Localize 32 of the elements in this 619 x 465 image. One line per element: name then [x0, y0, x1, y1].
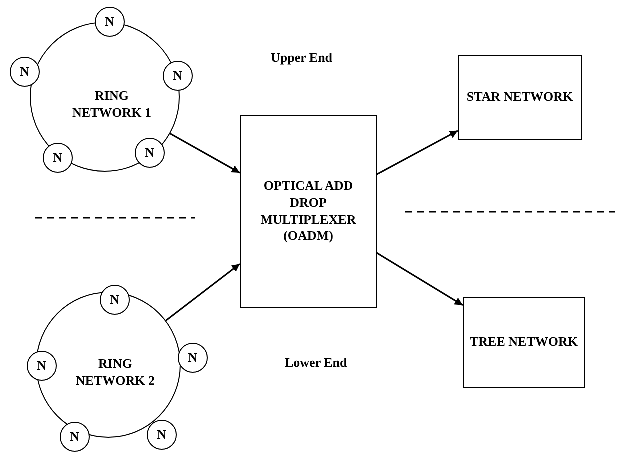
node-label: RING NETWORK 2: [76, 356, 156, 390]
arrow: [376, 252, 464, 306]
network-node-circle: [100, 285, 130, 315]
arrow: [166, 263, 240, 322]
region-label: Lower End: [285, 355, 348, 371]
network-node-circle: [147, 420, 177, 450]
node-letter: N: [173, 68, 183, 84]
node-letter: N: [70, 428, 80, 446]
node-label: TREE NETWORK: [470, 334, 578, 351]
process-box: [458, 55, 582, 140]
node-letter: N: [53, 150, 63, 166]
network-node-circle: [27, 351, 57, 381]
node-label: RING NETWORK 1: [72, 88, 152, 122]
node-letter: N: [20, 64, 30, 80]
network-node-circle: [10, 57, 40, 87]
region-label: Upper End: [271, 50, 333, 66]
process-box: [463, 297, 585, 388]
network-node-circle: [95, 7, 125, 37]
node-letter: N: [145, 144, 155, 162]
node-letter: N: [110, 292, 120, 308]
node-label: STAR NETWORK: [466, 89, 574, 106]
node-label: OPTICAL ADD DROP MULTIPLEXER (OADM): [260, 178, 358, 246]
arrow: [170, 133, 240, 174]
process-box: [240, 115, 377, 308]
node-letter: N: [188, 350, 198, 366]
network-node-circle: [178, 343, 208, 373]
node-letter: N: [105, 14, 115, 30]
arrow: [376, 130, 458, 176]
node-letter: N: [157, 426, 167, 444]
network-node-circle: [163, 61, 193, 91]
network-node-circle: [60, 422, 90, 452]
node-letter: N: [37, 358, 47, 374]
